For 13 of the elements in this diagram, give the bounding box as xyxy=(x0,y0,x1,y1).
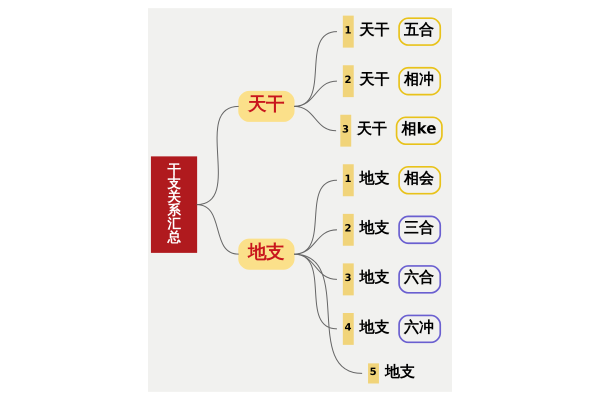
connector xyxy=(196,106,239,206)
connector xyxy=(294,180,338,255)
node-box: 5 xyxy=(368,363,379,384)
connector xyxy=(294,80,337,107)
connector xyxy=(196,204,239,255)
connector xyxy=(294,31,338,107)
connector xyxy=(294,229,337,255)
node-box: 地支 xyxy=(238,238,295,270)
connector xyxy=(294,254,362,374)
connector xyxy=(294,106,336,132)
node-box: 干支关系汇总 xyxy=(150,156,198,253)
node-box: 天干 xyxy=(238,90,295,122)
node-label: 地支 xyxy=(384,362,415,380)
